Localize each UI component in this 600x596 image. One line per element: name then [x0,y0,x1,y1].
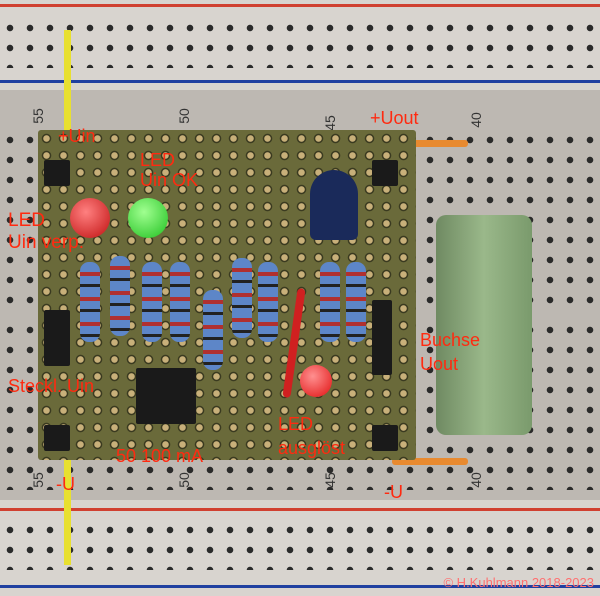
resistor [170,262,190,342]
label-plus-uout: +Uout [370,108,419,128]
blue-rail-line [0,80,600,83]
blue-rail-line [0,585,600,588]
socket [372,300,392,375]
rail-holes [0,18,600,68]
pin-header [44,425,70,451]
resistor [258,262,278,342]
jumper-header [44,310,70,366]
label-minus-u: -U [384,482,403,502]
column-number: 55 [29,108,46,124]
yellow-wire [64,455,71,565]
resistor [110,256,130,336]
label-minus-u: -U [56,474,75,494]
pin-header [372,425,398,451]
label-current-select: 50 100 mA [116,446,204,466]
resistor [80,262,100,342]
pin-header [372,160,398,186]
column-number: 40 [467,112,484,128]
resistor [203,290,223,370]
label-led-uin-ok: LED Uin OK [140,150,199,190]
orange-wire [392,458,468,465]
yellow-wire [64,30,71,150]
resistor [320,262,340,342]
column-number: 55 [29,472,46,488]
column-number: 45 [321,115,338,131]
red-led [70,198,110,238]
resistor [346,262,366,342]
orange-wire [392,140,468,147]
column-number: 50 [175,472,192,488]
label-led-ausgeloest: LED ausglöst [278,414,346,458]
resistor [232,258,252,338]
rail-holes [0,520,600,570]
pin-header [44,160,70,186]
column-number: 40 [467,472,484,488]
green-led [128,198,168,238]
red-rail-line [0,508,600,511]
power-resistor [436,215,532,435]
jumper-header [136,368,196,424]
transistor [310,170,358,240]
label-steckl-uin: Steckl. Uin [8,376,95,396]
red-led [300,365,332,397]
column-number: 50 [175,108,192,124]
label-buchse-uout: Buchse Uout [420,330,481,374]
label-plus-uin: +Uin [58,126,96,146]
red-rail-line [0,4,600,7]
resistor [142,262,162,342]
column-number: 45 [321,472,338,488]
copyright-notice: © H.Kuhlmann 2018-2023 [443,575,594,590]
label-led-uin-verp: LED Uin verp. [8,210,85,253]
